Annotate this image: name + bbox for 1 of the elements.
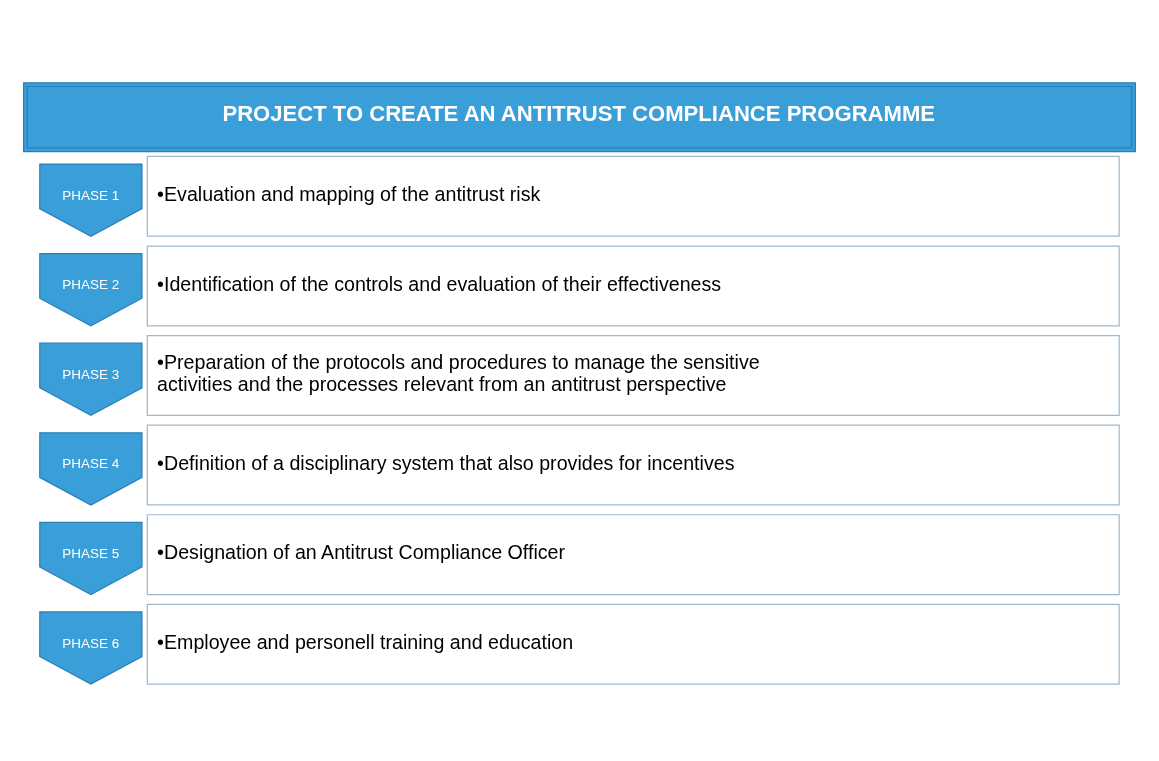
diagram-title: PROJECT TO CREATE AN ANTITRUST COMPLIANCE PROGRAMME xyxy=(222,100,936,126)
